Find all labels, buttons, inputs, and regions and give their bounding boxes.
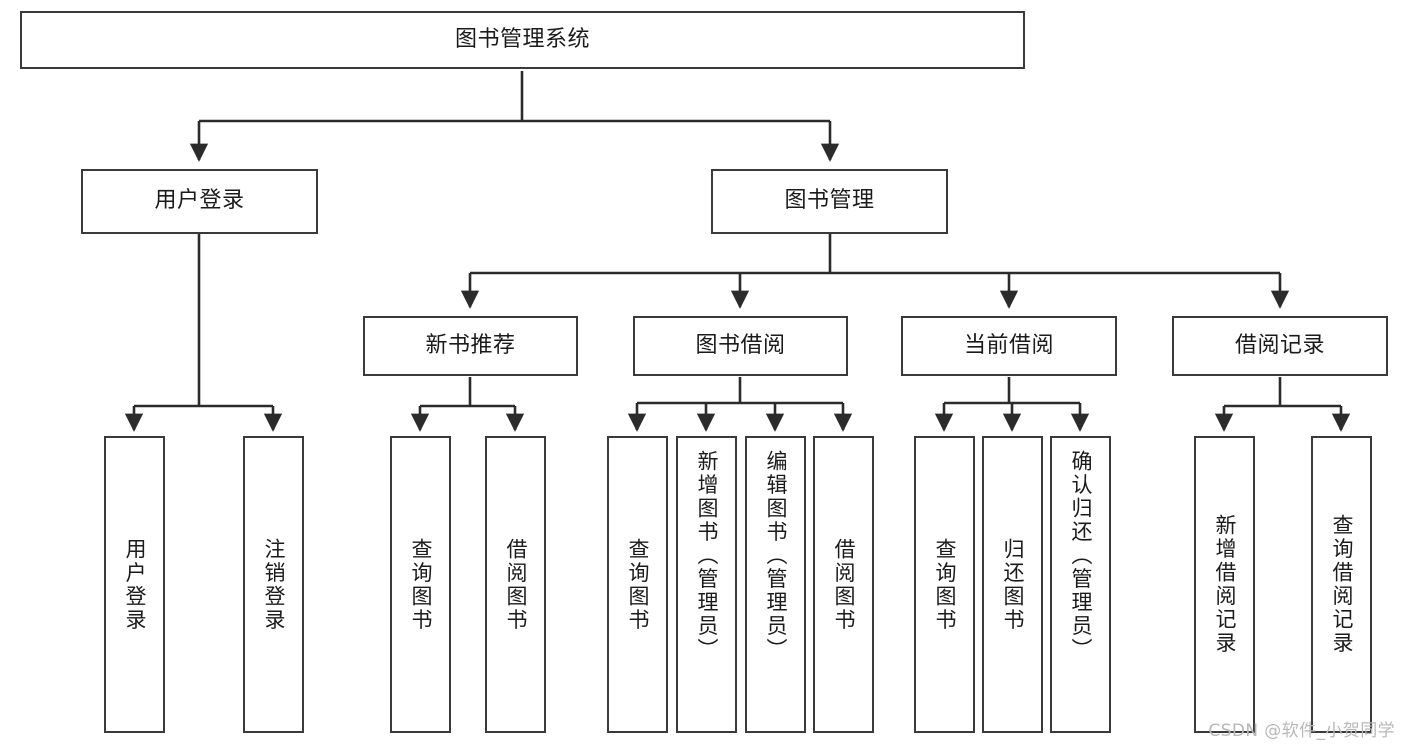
- node-leaf-confirm-return[interactable]: 确认归还（管理员）: [1050, 436, 1111, 733]
- node-label: 图书管理系统: [454, 26, 590, 52]
- node-label: 图书管理: [784, 188, 875, 214]
- node-label: 归还图书: [1001, 537, 1025, 632]
- node-label: 借阅记录: [1234, 332, 1325, 358]
- node-label: 查询图书: [933, 537, 957, 632]
- node-label: 新增借阅记录: [1213, 514, 1237, 655]
- node-label: 新书推荐: [425, 332, 516, 358]
- node-label: 查询图书: [626, 537, 650, 632]
- node-book-management[interactable]: 图书管理: [711, 169, 948, 234]
- node-leaf-borrow-book-1[interactable]: 借阅图书: [485, 436, 546, 733]
- node-label: 借阅图书: [832, 537, 856, 632]
- node-leaf-query-book-3[interactable]: 查询图书: [914, 436, 975, 733]
- node-leaf-query-book-2[interactable]: 查询图书: [607, 436, 668, 733]
- node-book-borrow[interactable]: 图书借阅: [633, 316, 848, 376]
- node-leaf-logout[interactable]: 注销登录: [243, 436, 304, 733]
- node-label: 新增图书（管理员）: [695, 450, 719, 662]
- node-label: 编辑图书（管理员）: [764, 450, 788, 662]
- node-label: 用户登录: [123, 537, 147, 632]
- node-leaf-edit-book[interactable]: 编辑图书（管理员）: [745, 436, 806, 733]
- node-leaf-user-login[interactable]: 用户登录: [104, 436, 165, 733]
- node-borrow-record[interactable]: 借阅记录: [1172, 316, 1388, 376]
- node-leaf-add-record[interactable]: 新增借阅记录: [1194, 436, 1255, 733]
- node-label: 注销登录: [262, 537, 286, 632]
- node-label: 查询图书: [409, 537, 433, 632]
- node-current-borrow[interactable]: 当前借阅: [901, 316, 1117, 376]
- node-label: 确认归还（管理员）: [1069, 450, 1093, 662]
- node-root-book-management-system[interactable]: 图书管理系统: [20, 11, 1025, 69]
- node-label: 查询借阅记录: [1330, 514, 1354, 655]
- node-leaf-borrow-book-2[interactable]: 借阅图书: [813, 436, 874, 733]
- node-leaf-return-book[interactable]: 归还图书: [982, 436, 1043, 733]
- node-leaf-query-book-1[interactable]: 查询图书: [390, 436, 451, 733]
- node-label: 用户登录: [154, 188, 245, 214]
- node-user-login[interactable]: 用户登录: [81, 169, 318, 234]
- node-label: 借阅图书: [504, 537, 528, 632]
- node-leaf-query-record[interactable]: 查询借阅记录: [1311, 436, 1372, 733]
- watermark-text: CSDN @软件_小贺同学: [1208, 721, 1395, 741]
- node-label: 当前借阅: [963, 332, 1054, 358]
- node-leaf-add-book[interactable]: 新增图书（管理员）: [676, 436, 737, 733]
- node-new-book-recommend[interactable]: 新书推荐: [363, 316, 578, 376]
- node-label: 图书借阅: [695, 332, 786, 358]
